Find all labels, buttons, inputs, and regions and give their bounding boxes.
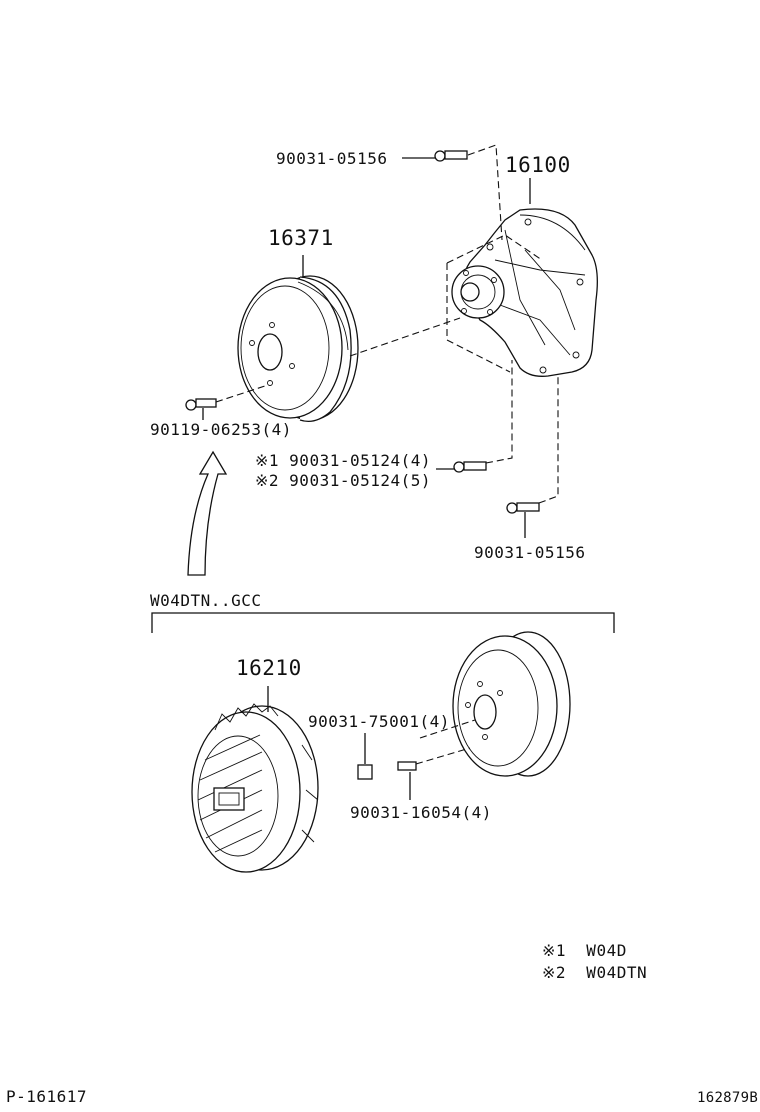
figure-id: 162879B <box>697 1090 759 1106</box>
water-pump-16100 <box>451 208 598 377</box>
part-label-bolt-pulley: 90119-06253(4) <box>150 420 292 439</box>
fan-clutch-16210 <box>191 703 319 873</box>
bolt-top <box>402 150 468 162</box>
part-label-bolt-top: 90031-05156 <box>276 149 388 168</box>
part-label-bolt-note2: ※2 90031-05124(5) <box>255 471 432 490</box>
part-label-16210: 16210 <box>236 656 302 680</box>
note-1: ※1 W04D <box>542 941 627 960</box>
part-label-16100: 16100 <box>505 153 571 177</box>
bolt-note <box>436 461 487 473</box>
note-2: ※2 W04DTN <box>542 963 648 982</box>
variant-label: W04DTN..GCC <box>150 591 262 610</box>
part-label-nut: 90031-75001(4) <box>308 712 450 731</box>
part-label-bolt-bottom: 90031-05156 <box>474 543 586 562</box>
page-reference: P-161617 <box>6 1087 88 1106</box>
part-label-16371: 16371 <box>268 226 334 250</box>
part-label-bolt-note1: ※1 90031-05124(4) <box>255 451 432 470</box>
nut-and-stud <box>357 733 417 800</box>
bolt-bottom <box>506 502 540 538</box>
variant-arrow <box>187 450 228 576</box>
pulley-lower <box>452 631 571 777</box>
variant-bracket <box>151 612 615 633</box>
pulley-16371 <box>237 275 359 423</box>
part-label-stud: 90031-16054(4) <box>350 803 492 822</box>
bolt-pulley <box>185 398 217 420</box>
